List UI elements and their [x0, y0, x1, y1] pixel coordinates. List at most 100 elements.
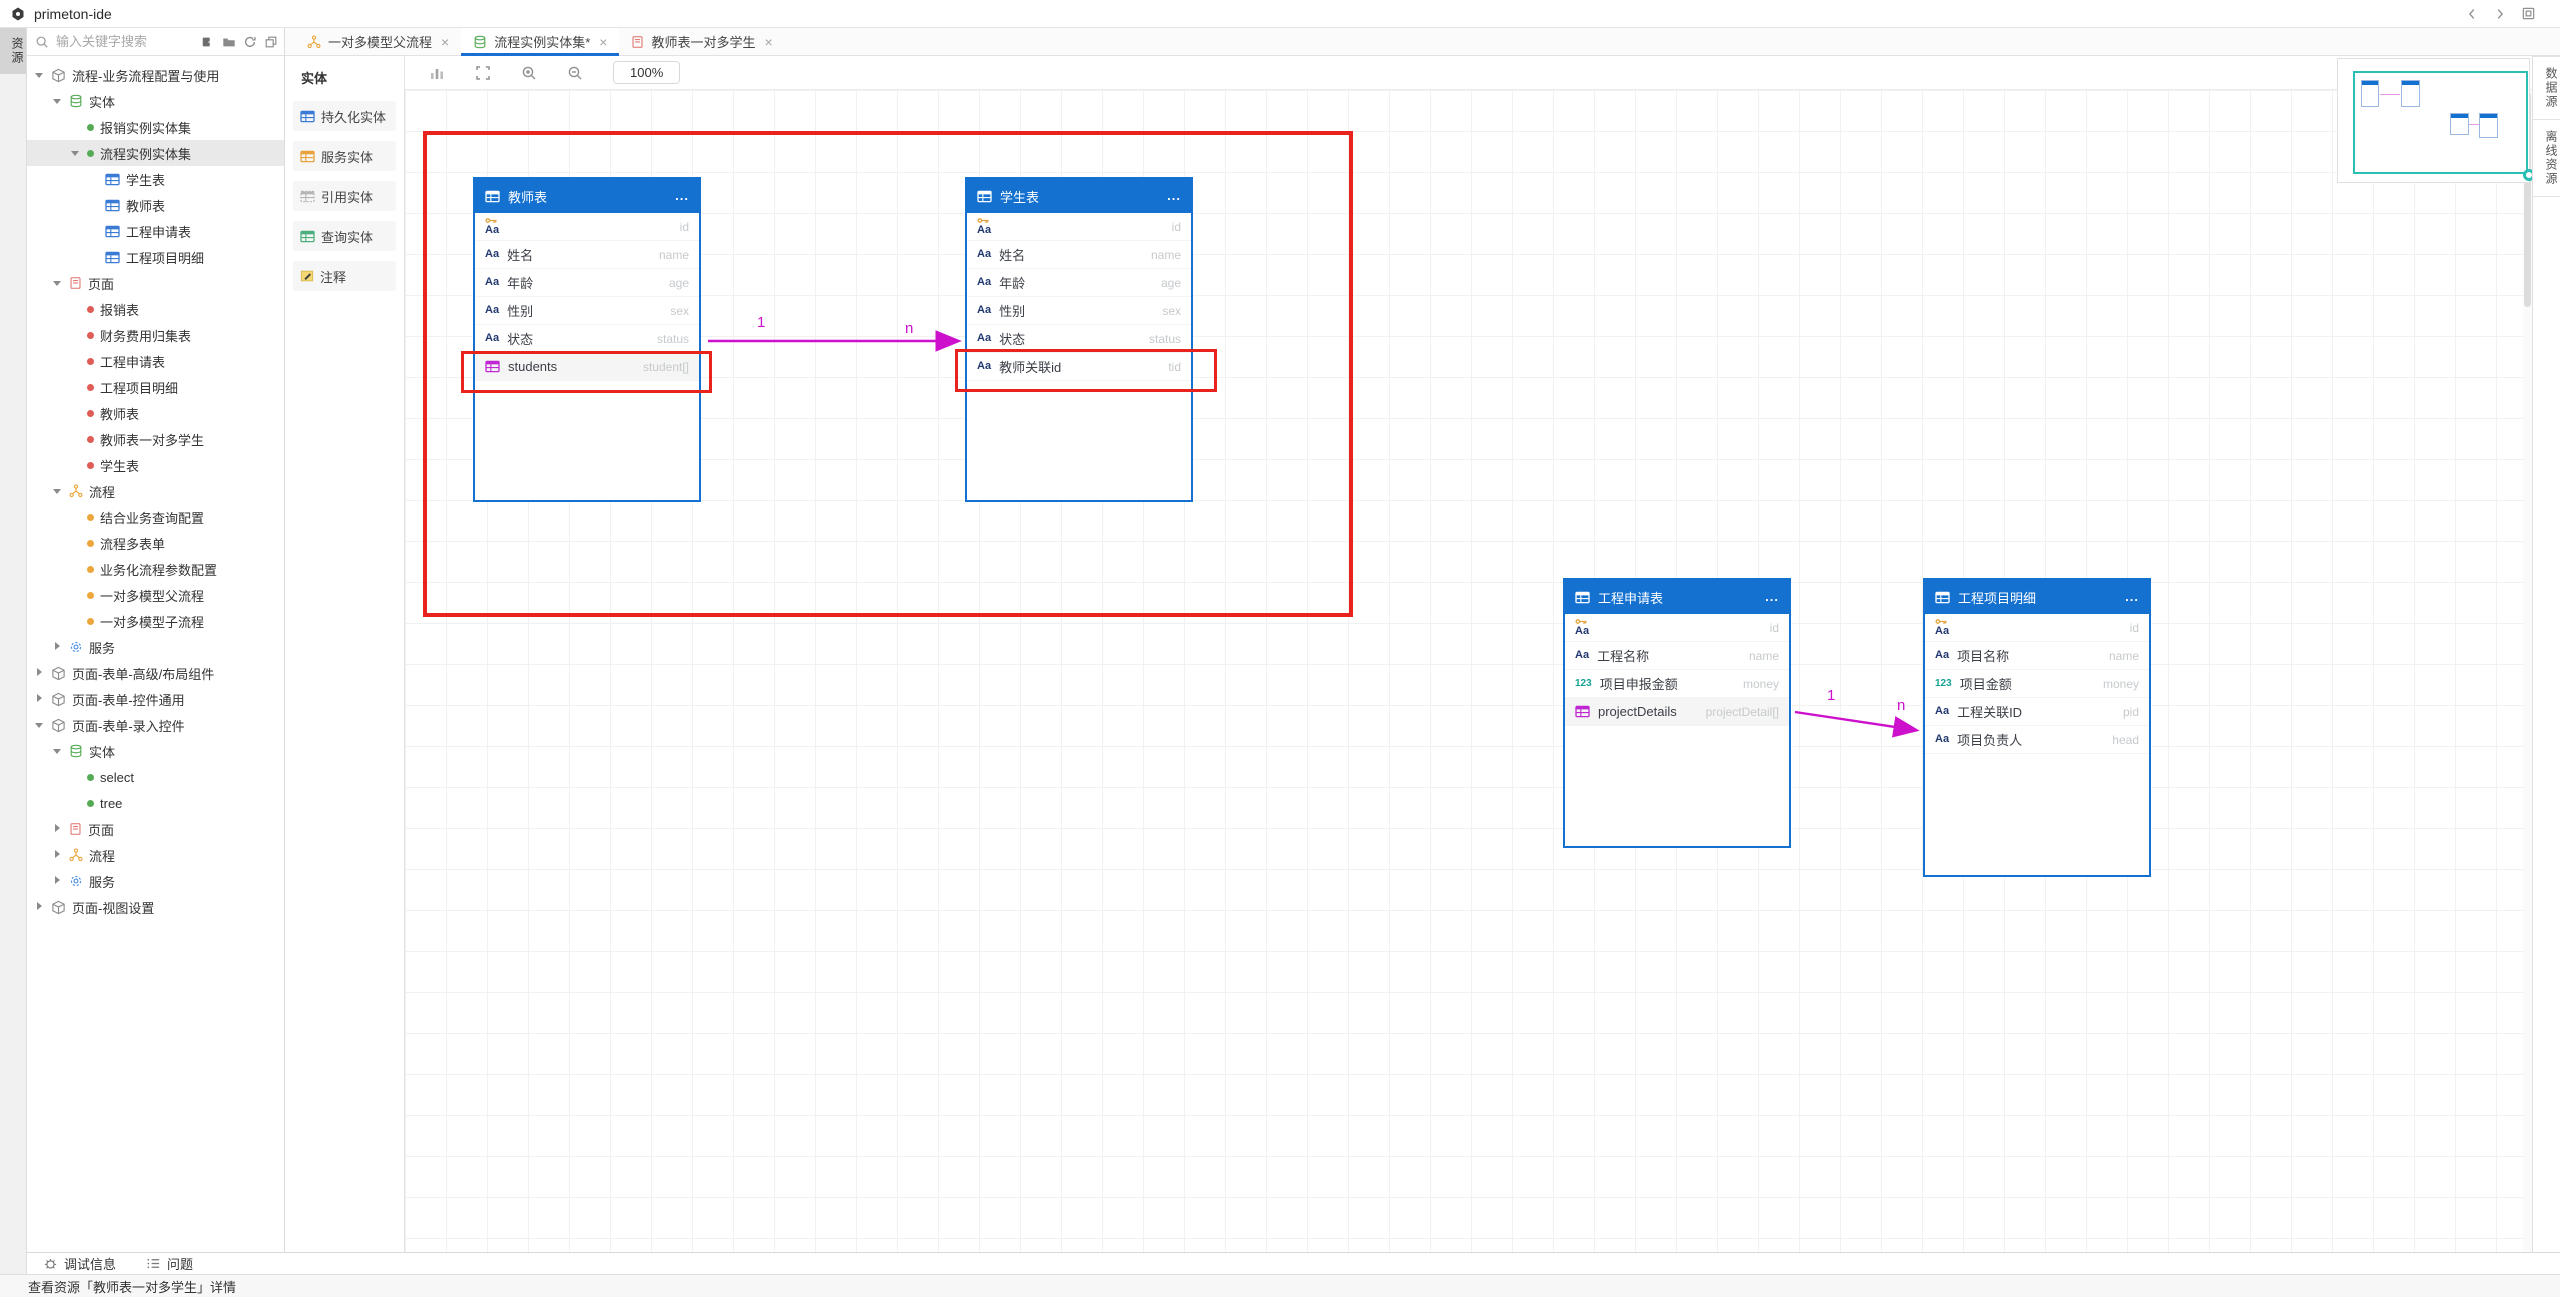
tree-item-24[interactable]: 页面-表单-控件通用 — [27, 686, 284, 712]
tree-item-29[interactable]: 页面 — [27, 816, 284, 842]
entity-field-row[interactable]: Aa教师关联idtid — [967, 353, 1191, 381]
tree-item-7[interactable]: 工程项目明细 — [27, 244, 284, 270]
entity-field-row[interactable]: Aa状态status — [967, 325, 1191, 353]
entity-node-2[interactable]: 工程申请表...AaidAa工程名称name123项目申报金额moneyproj… — [1563, 578, 1791, 848]
tree-toggle-icon[interactable] — [53, 642, 63, 652]
zoom-out-icon[interactable] — [567, 65, 583, 81]
entity-header[interactable]: 学生表... — [967, 179, 1191, 213]
tree-item-3[interactable]: 流程实例实体集 — [27, 140, 284, 166]
tree-item-2[interactable]: 报销实例实体集 — [27, 114, 284, 140]
entity-node-3[interactable]: 工程项目明细...AaidAa项目名称name123项目金额moneyAa工程关… — [1923, 578, 2151, 877]
tree-item-19[interactable]: 业务化流程参数配置 — [27, 556, 284, 582]
left-tab-resources[interactable]: 资源 — [0, 28, 26, 74]
right-tab-1[interactable]: 离线资源 — [2533, 120, 2560, 197]
entity-field-row[interactable]: Aa性别sex — [967, 297, 1191, 325]
entity-field-row[interactable]: Aa工程名称name — [1565, 642, 1789, 670]
panel-item-0[interactable]: 调试信息 — [43, 1254, 116, 1273]
tree-toggle-icon[interactable] — [35, 668, 45, 678]
tree-item-18[interactable]: 流程多表单 — [27, 530, 284, 556]
entity-field-row[interactable]: Aa年龄age — [967, 269, 1191, 297]
right-tab-0[interactable]: 数据源 — [2533, 56, 2560, 120]
entity-menu-icon[interactable]: ... — [1765, 593, 1779, 601]
tree-item-31[interactable]: 服务 — [27, 868, 284, 894]
entity-field-row[interactable]: Aa性别sex — [475, 297, 699, 325]
tab-close-icon[interactable]: × — [441, 34, 449, 50]
entity-menu-icon[interactable]: ... — [1167, 192, 1181, 200]
tab-2[interactable]: 教师表一对多学生× — [619, 28, 784, 55]
tree-toggle-icon[interactable] — [53, 96, 63, 106]
tab-0[interactable]: 一对多模型父流程× — [295, 28, 461, 55]
tree-item-30[interactable]: 流程 — [27, 842, 284, 868]
entity-field-row[interactable]: Aa状态status — [475, 325, 699, 353]
palette-item-2[interactable]: 引用实体 — [293, 181, 396, 211]
tree-item-10[interactable]: 财务费用归集表 — [27, 322, 284, 348]
tree-item-15[interactable]: 学生表 — [27, 452, 284, 478]
entity-field-row[interactable]: 123项目金额money — [1925, 670, 2149, 698]
tab-close-icon[interactable]: × — [764, 34, 772, 50]
tree-toggle-icon[interactable] — [35, 694, 45, 704]
entity-field-row[interactable]: Aa姓名name — [967, 241, 1191, 269]
entity-field-row[interactable]: Aaid — [1565, 614, 1789, 642]
tree-toggle-icon[interactable] — [35, 902, 45, 912]
palette-item-0[interactable]: 持久化实体 — [293, 101, 396, 131]
fit-screen-icon[interactable] — [475, 65, 491, 81]
tree-item-0[interactable]: 流程-业务流程配置与使用 — [27, 62, 284, 88]
tree-toggle-icon[interactable] — [35, 70, 45, 80]
tree-toggle-icon[interactable] — [53, 278, 63, 288]
canvas[interactable]: 100% 1n1n 教师表...AaidAa姓名nameAa年龄ageAa性别s… — [405, 56, 2532, 1252]
stats-icon[interactable] — [429, 65, 445, 81]
tree-item-16[interactable]: 流程 — [27, 478, 284, 504]
tree-item-21[interactable]: 一对多模型子流程 — [27, 608, 284, 634]
entity-node-1[interactable]: 学生表...AaidAa姓名nameAa年龄ageAa性别sexAa状态stat… — [965, 177, 1193, 502]
entity-field-row[interactable]: Aa姓名name — [475, 241, 699, 269]
tree-item-5[interactable]: 教师表 — [27, 192, 284, 218]
layout-icon[interactable] — [2521, 6, 2536, 21]
tree-item-20[interactable]: 一对多模型父流程 — [27, 582, 284, 608]
tree-item-17[interactable]: 结合业务查询配置 — [27, 504, 284, 530]
palette-item-1[interactable]: 服务实体 — [293, 141, 396, 171]
tree-item-13[interactable]: 教师表 — [27, 400, 284, 426]
tree-item-14[interactable]: 教师表一对多学生 — [27, 426, 284, 452]
entity-header[interactable]: 教师表... — [475, 179, 699, 213]
folder-icon[interactable] — [222, 35, 236, 49]
tab-1[interactable]: 流程实例实体集*× — [461, 28, 619, 55]
tree-item-26[interactable]: 实体 — [27, 738, 284, 764]
tree-item-12[interactable]: 工程项目明细 — [27, 374, 284, 400]
entity-field-row[interactable]: studentsstudent[] — [475, 353, 699, 381]
search-input[interactable] — [54, 33, 196, 50]
minimap-viewport[interactable] — [2353, 71, 2528, 174]
minimap[interactable] — [2337, 58, 2530, 183]
canvas-scrollbar[interactable] — [2523, 90, 2532, 1252]
entity-field-row[interactable]: Aaid — [1925, 614, 2149, 642]
relation-edge[interactable] — [1795, 712, 1915, 730]
tree-toggle-icon[interactable] — [53, 824, 63, 834]
export-icon[interactable] — [201, 35, 215, 49]
back-icon[interactable] — [2465, 7, 2479, 21]
zoom-level[interactable]: 100% — [613, 61, 680, 84]
minimap-resize-handle[interactable] — [2523, 169, 2532, 181]
entity-field-row[interactable]: Aaid — [475, 213, 699, 241]
entity-field-row[interactable]: Aa项目名称name — [1925, 642, 2149, 670]
entity-header[interactable]: 工程申请表... — [1565, 580, 1789, 614]
refresh-icon[interactable] — [243, 35, 257, 49]
tree-item-8[interactable]: 页面 — [27, 270, 284, 296]
forward-icon[interactable] — [2493, 7, 2507, 21]
tree-item-23[interactable]: 页面-表单-高级/布局组件 — [27, 660, 284, 686]
tree-item-11[interactable]: 工程申请表 — [27, 348, 284, 374]
entity-field-row[interactable]: Aaid — [967, 213, 1191, 241]
tree-toggle-icon[interactable] — [53, 486, 63, 496]
tree-item-4[interactable]: 学生表 — [27, 166, 284, 192]
tree-toggle-icon[interactable] — [53, 746, 63, 756]
entity-header[interactable]: 工程项目明细... — [1925, 580, 2149, 614]
palette-item-3[interactable]: 查询实体 — [293, 221, 396, 251]
tab-close-icon[interactable]: × — [599, 34, 607, 50]
entity-field-row[interactable]: projectDetailsprojectDetail[] — [1565, 698, 1789, 726]
entity-node-0[interactable]: 教师表...AaidAa姓名nameAa年龄ageAa性别sexAa状态stat… — [473, 177, 701, 502]
tree-item-6[interactable]: 工程申请表 — [27, 218, 284, 244]
tree-item-1[interactable]: 实体 — [27, 88, 284, 114]
tree-toggle-icon[interactable] — [35, 720, 45, 730]
panel-item-1[interactable]: 问题 — [146, 1254, 193, 1273]
tree-item-32[interactable]: 页面-视图设置 — [27, 894, 284, 920]
tree-item-27[interactable]: select — [27, 764, 284, 790]
entity-field-row[interactable]: Aa年龄age — [475, 269, 699, 297]
